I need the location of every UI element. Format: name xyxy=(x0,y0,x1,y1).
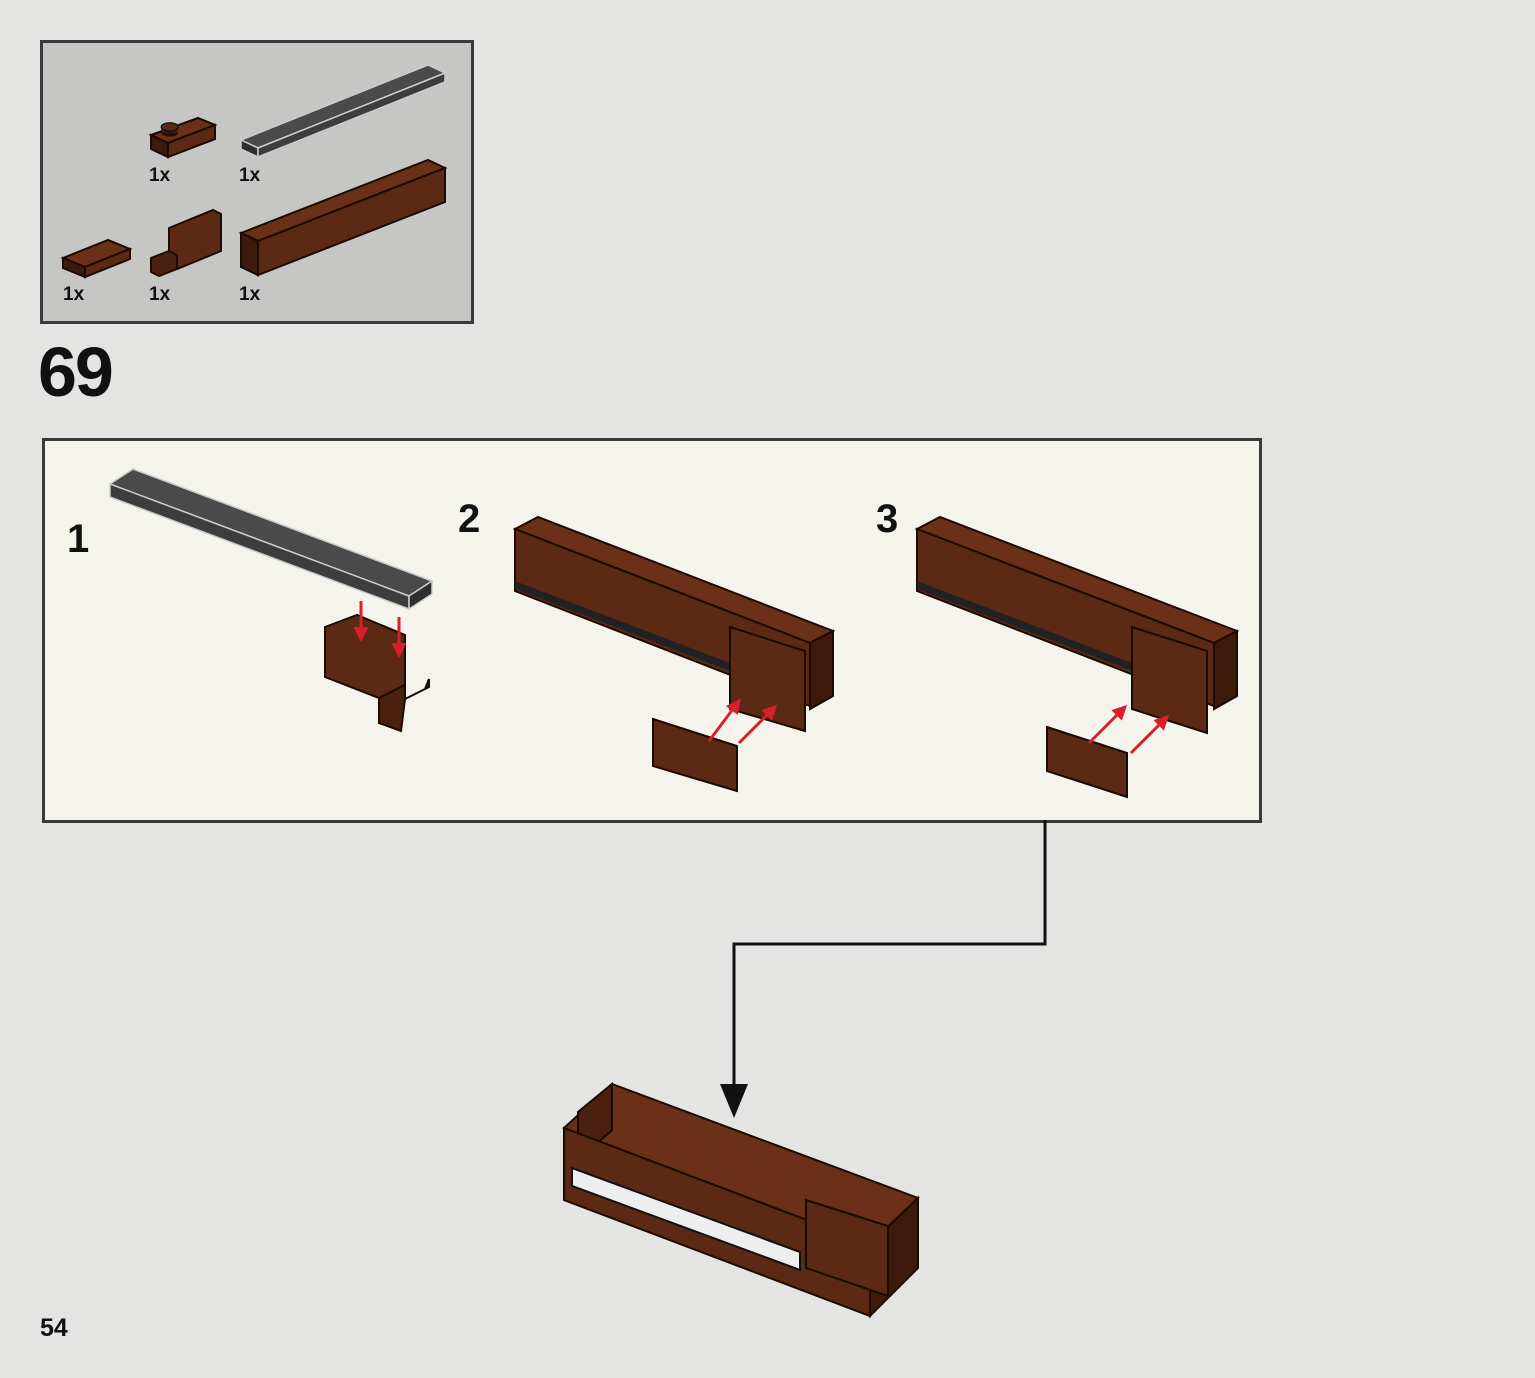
brown-1x2-tile-part xyxy=(60,238,133,279)
substep-label-1: 1 xyxy=(67,517,90,561)
substep-illustrations xyxy=(108,468,1240,799)
substep-3-illustration xyxy=(914,515,1240,799)
page-number: 54 xyxy=(40,1314,68,1342)
qty-label: 1x xyxy=(239,165,261,186)
substep-label-2: 2 xyxy=(458,497,481,541)
parts-list-callout: 1x 1x 1x 1x 1x xyxy=(40,40,474,324)
dark-gray-1x8-plate-part xyxy=(239,64,447,159)
brown-bracket-part xyxy=(150,208,222,278)
brown-1x8-brick-part xyxy=(238,158,448,277)
substep-label-3: 3 xyxy=(876,497,899,541)
qty-label: 1x xyxy=(239,284,261,305)
substep-2-illustration xyxy=(512,515,836,793)
qty-label: 1x xyxy=(149,284,171,305)
parts-illustrations xyxy=(60,64,448,279)
step-number: 69 xyxy=(38,333,114,411)
substep-1-illustration xyxy=(108,468,434,733)
substep-panel: 1 2 3 xyxy=(42,438,1262,823)
brown-1x2-plate-part xyxy=(148,116,218,159)
qty-label: 1x xyxy=(63,284,85,305)
qty-label: 1x xyxy=(149,165,171,186)
